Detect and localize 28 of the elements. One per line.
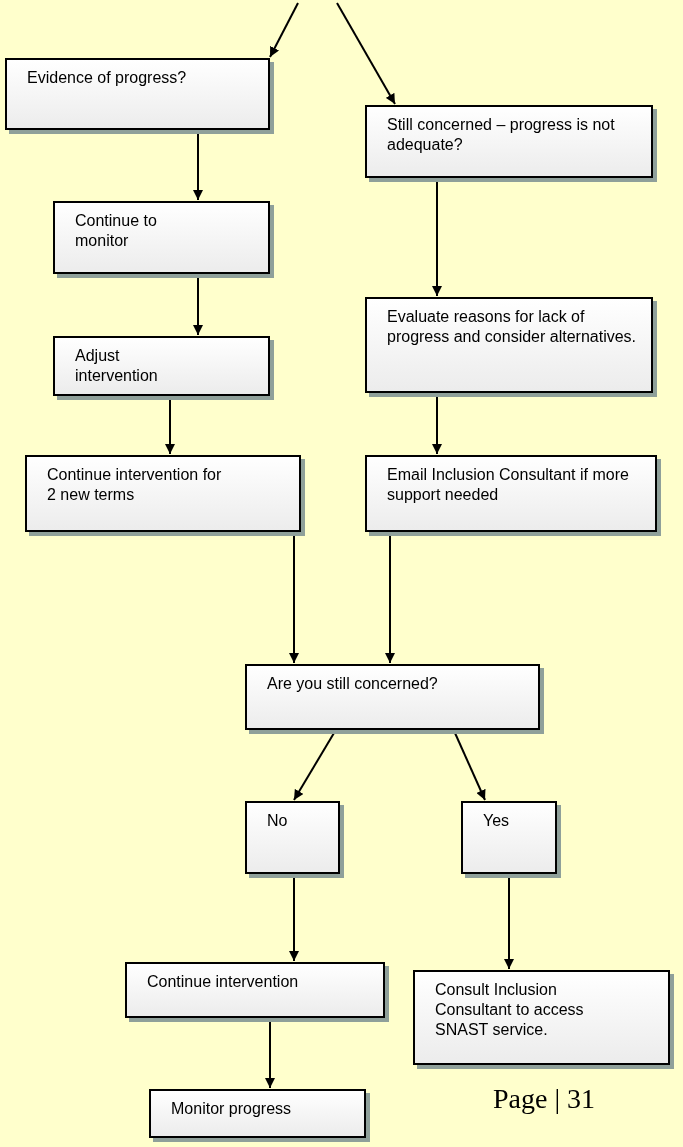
box-text: Continue intervention [147,972,300,992]
box-text: Continue to monitor [75,211,158,251]
arrow [336,2,396,105]
arrow [432,180,442,297]
box-text: Yes [483,811,511,831]
arrow [385,534,395,664]
arrow [269,2,299,58]
page-number: Page | 31 [493,1082,596,1116]
box-text: Email Inclusion Consultant if more support needed [387,465,630,505]
arrow [265,1020,275,1089]
arrow [432,395,442,455]
box-text: Continue intervention for 2 new terms [47,465,223,505]
box-text: Still concerned – progress is not adequate? [387,115,616,155]
box-text: Monitor progress [171,1099,293,1119]
arrow [504,876,514,970]
box-text: Evidence of progress? [27,68,188,88]
arrow [289,534,299,664]
box-text: No [267,811,289,831]
box-text: Adjust intervention [75,346,159,386]
arrow [289,876,299,962]
box-text: Evaluate reasons for lack of progress and consider alternatives. [387,307,638,347]
arrow [293,732,335,801]
box-text: Consult Inclusion Consultant to access SNAST service. [435,980,585,1040]
arrow [193,276,203,336]
arrow [165,398,175,455]
arrow [454,732,486,801]
box-text: Are you still concerned? [267,674,439,694]
arrow [193,132,203,201]
